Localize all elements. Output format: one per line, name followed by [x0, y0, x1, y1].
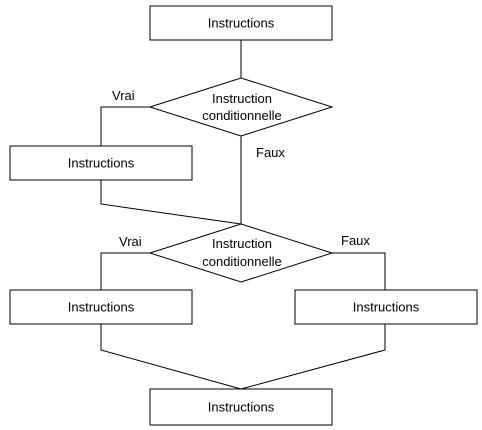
node-end: Instructions — [149, 388, 333, 426]
node-decision1-diamond — [148, 77, 334, 137]
label-decision2-true: Vrai — [119, 234, 142, 249]
edge-bottom-left-to-end — [100, 324, 242, 390]
node-bottom-left: Instructions — [9, 289, 193, 325]
edge-left-to-merge — [100, 180, 242, 225]
node-bottom-right: Instructions — [294, 289, 478, 325]
node-bottom-left-label: Instructions — [68, 300, 135, 315]
label-decision2-false: Faux — [341, 233, 370, 248]
node-bottom-left-box — [9, 289, 193, 325]
node-left-box — [9, 145, 193, 181]
node-top-label: Instructions — [208, 16, 275, 31]
node-left-label: Instructions — [68, 156, 135, 171]
edge-bottom-right-to-end — [240, 324, 386, 390]
node-decision2-diamond — [148, 223, 334, 283]
node-end-box — [149, 388, 333, 426]
edge-decision2-true — [100, 252, 150, 290]
node-decision2: Instruction conditionnelle — [148, 223, 334, 283]
node-decision1-label-line1: Instruction — [212, 91, 272, 106]
node-end-label: Instructions — [208, 400, 275, 415]
node-decision2-label-line1: Instruction — [212, 236, 272, 251]
node-bottom-right-label: Instructions — [353, 300, 420, 315]
edge-decision1-true — [100, 106, 150, 146]
node-top: Instructions — [149, 5, 333, 41]
label-decision1-false: Faux — [256, 145, 285, 160]
label-decision1-true: Vrai — [112, 88, 135, 103]
node-top-box — [149, 5, 333, 41]
edge-decision2-false — [332, 252, 386, 290]
node-decision1: Instruction conditionnelle — [148, 77, 334, 137]
node-decision2-label-line2: conditionnelle — [202, 254, 282, 269]
node-left: Instructions — [9, 145, 193, 181]
node-decision1-label-line2: conditionnelle — [202, 108, 282, 123]
connectors — [100, 40, 386, 390]
node-bottom-right-box — [294, 289, 478, 325]
